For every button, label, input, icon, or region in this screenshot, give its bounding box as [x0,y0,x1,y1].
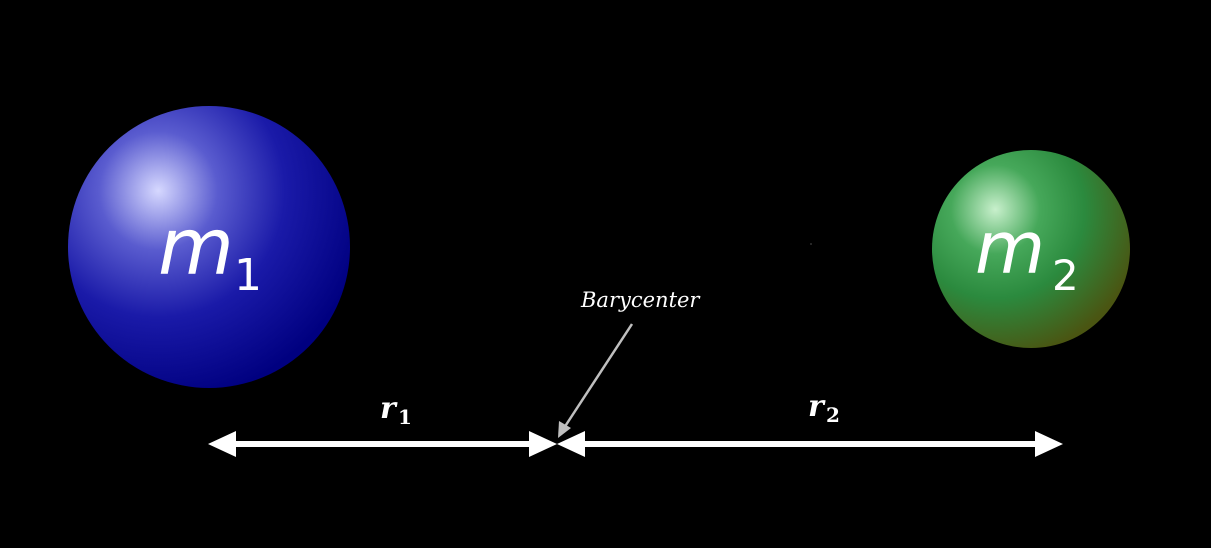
r2-subscript: 2 [826,403,840,427]
distance-1-arrow [208,431,557,457]
barycenter-annotation: Barycenter [558,288,701,438]
mass-1-sphere [68,106,350,388]
r1-subscript: 1 [398,405,412,429]
speck [810,243,812,245]
mass-2-subscript: 2 [1052,251,1079,300]
mass-1-subscript: 1 [234,250,262,301]
r1-arrowhead-right [529,431,557,457]
r2-arrowhead-left [557,431,585,457]
mass-2: m 2 [932,150,1130,348]
distance-2-label: r 2 [808,389,840,427]
barycenter-label: Barycenter [580,288,701,312]
mass-1-label: m [158,203,234,293]
mass-1: m 1 [68,106,350,388]
mass-2-sphere [932,150,1130,348]
r2-symbol: r [808,389,826,424]
r1-symbol: r [380,391,398,426]
r1-arrowhead-left [208,431,236,457]
distance-1-label: r 1 [380,391,412,429]
mass-2-label: m [975,206,1045,290]
r2-arrowhead-right [1035,431,1063,457]
distance-2-arrow [557,431,1063,457]
barycenter-pointer-line [562,323,634,429]
barycenter-pointer-head [558,421,571,438]
